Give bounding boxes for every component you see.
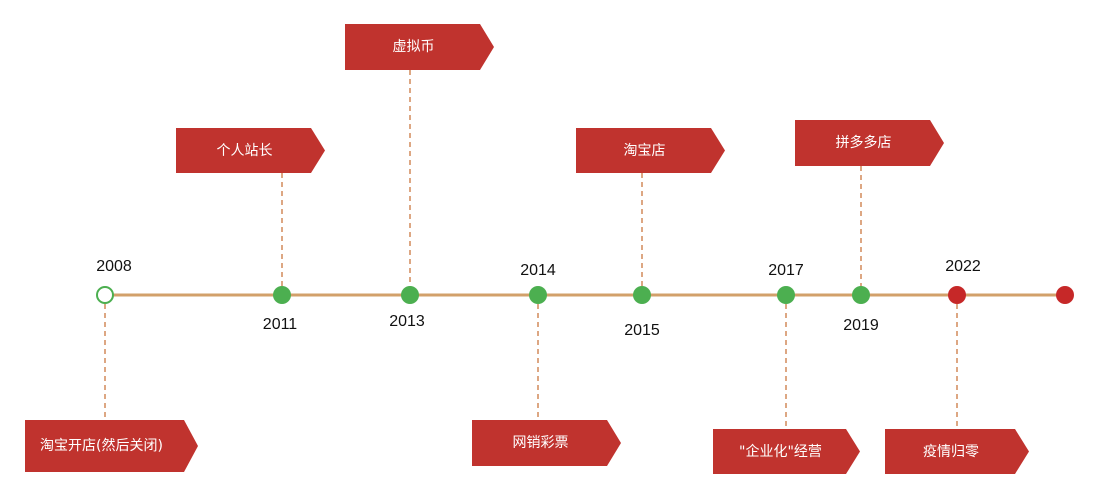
event-card-shape-2011	[176, 128, 325, 173]
event-card-shape-2022	[885, 429, 1029, 474]
year-label-2015: 2015	[624, 322, 660, 339]
event-card-2022: 疫情归零	[923, 443, 979, 460]
event-card-shape-2013	[345, 24, 494, 70]
event-card-2015: 淘宝店	[623, 142, 666, 159]
year-label-2011: 2011	[262, 316, 298, 333]
node-2022	[948, 286, 966, 304]
node-2015	[633, 286, 651, 304]
event-card-shape-2008	[25, 420, 198, 472]
node-end	[1056, 286, 1074, 304]
event-card-shape-2019	[795, 120, 944, 166]
year-label-2014: 2014	[520, 262, 556, 279]
node-2013	[401, 286, 419, 304]
year-label-2017: 2017	[768, 262, 804, 279]
event-card-2013: 虚拟币	[392, 39, 435, 55]
node-2017	[777, 286, 795, 304]
event-card-2008: 淘宝开店(然后关闭)	[40, 438, 163, 454]
year-label-2008: 2008	[96, 258, 132, 275]
node-2011	[273, 286, 291, 304]
year-label-2022: 2022	[945, 258, 981, 275]
event-card-2014: 网销彩票	[512, 435, 569, 451]
node-2014	[529, 286, 547, 304]
node-2019	[852, 286, 870, 304]
node-2008	[96, 286, 114, 304]
event-card-shape-2017	[713, 429, 860, 474]
event-card-shape-2014	[472, 420, 621, 466]
event-card-shape-2015	[576, 128, 725, 173]
event-card-2019: 拼多多店	[835, 135, 892, 151]
event-card-2017: "企业化"经营	[739, 443, 822, 460]
year-label-2013: 2013	[389, 313, 425, 330]
event-card-2011: 个人站长	[216, 142, 273, 159]
year-label-2019: 2019	[843, 317, 879, 334]
